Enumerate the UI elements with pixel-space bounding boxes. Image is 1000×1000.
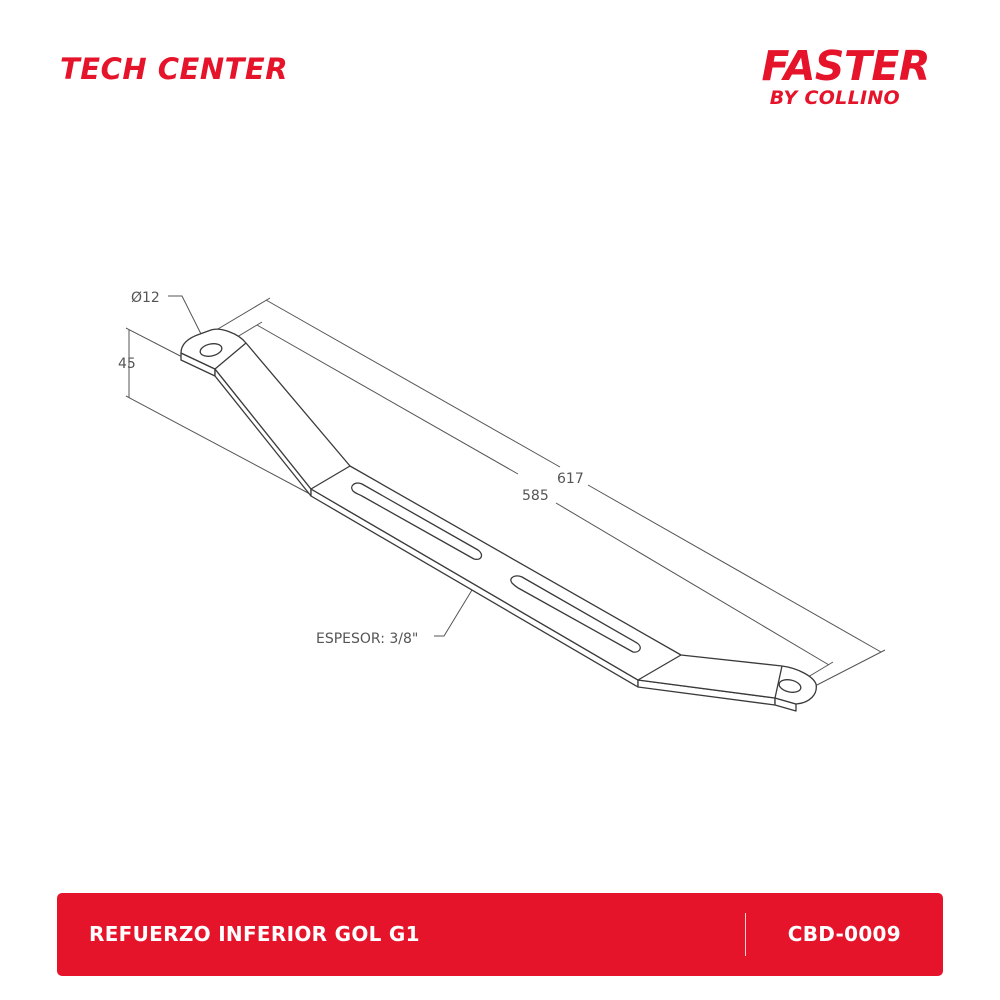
faster-logo: FASTER BY COLLINO bbox=[761, 44, 930, 108]
fold-line-left bbox=[214, 342, 247, 370]
mounting-hole-left bbox=[199, 343, 223, 357]
reinforcement-bar bbox=[180, 328, 817, 712]
dimension-line-617 bbox=[265, 299, 561, 468]
label-thickness: ESPESOR: 3/8" bbox=[316, 631, 418, 647]
faster-logo-name: FASTER bbox=[761, 42, 930, 90]
label-hole-spacing: 585 bbox=[522, 488, 549, 504]
dimension-lines bbox=[125, 295, 886, 687]
slot-left bbox=[351, 482, 483, 560]
footer-divider bbox=[745, 913, 746, 956]
extension-line-45-top bbox=[125, 327, 191, 362]
part-name: REFUERZO INFERIOR GOL G1 bbox=[89, 922, 420, 946]
leader-thickness bbox=[434, 589, 473, 637]
footer-bar: REFUERZO INFERIOR GOL G1 CBD-0009 bbox=[57, 893, 943, 976]
bar-side-face-middle bbox=[310, 488, 639, 688]
slot-right bbox=[510, 575, 641, 653]
part-code: CBD-0009 bbox=[787, 922, 901, 946]
extension-line-617-right bbox=[814, 649, 886, 687]
bar-top-face bbox=[180, 328, 817, 705]
leader-hole-diameter bbox=[168, 295, 209, 349]
fold-line-middle-right bbox=[637, 654, 682, 681]
tech-center-logo: TECH CENTER bbox=[60, 52, 289, 86]
label-hole-diameter: Ø12 bbox=[131, 290, 160, 306]
extension-line-45-bottom bbox=[125, 395, 311, 495]
label-height: 45 bbox=[118, 356, 136, 372]
fold-line-middle-left bbox=[310, 465, 351, 490]
dimension-line-617-b bbox=[587, 484, 882, 653]
dimension-line-585-b bbox=[555, 502, 830, 666]
dimension-line-585 bbox=[256, 324, 519, 475]
label-overall-length: 617 bbox=[557, 471, 584, 487]
faster-logo-tagline: BY COLLINO bbox=[769, 87, 900, 109]
fold-line-right bbox=[774, 665, 783, 699]
mounting-hole-right bbox=[778, 679, 802, 693]
